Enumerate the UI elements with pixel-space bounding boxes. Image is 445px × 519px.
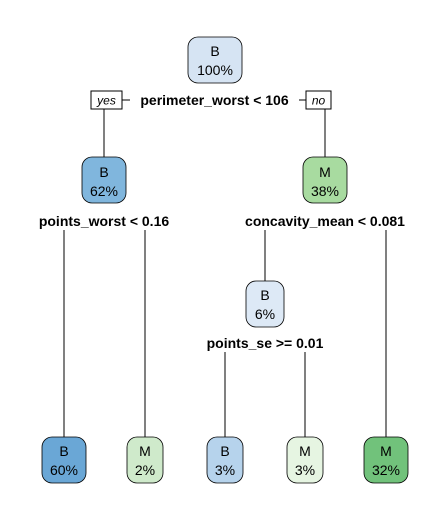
- tree-edges: [63, 109, 387, 437]
- node-box: [245, 280, 285, 328]
- node-percent: 32%: [372, 462, 400, 478]
- node-box: [41, 436, 87, 484]
- node-percent: 3%: [215, 462, 235, 478]
- yes-tag-box: [90, 90, 123, 110]
- node-class: M: [319, 164, 331, 180]
- split-n7: points_se >= 0.01: [207, 335, 324, 351]
- node-box: [286, 436, 324, 484]
- root-split: yes no perimeter_worst < 106: [90, 90, 332, 110]
- no-tag: no: [312, 94, 326, 108]
- tree-leaf-5: M 32%: [363, 436, 409, 484]
- node-class: B: [99, 164, 108, 180]
- no-tag-box: [305, 90, 332, 110]
- tree-leaf-4: M 3%: [286, 436, 324, 484]
- tree-leaf-2: M 2%: [126, 436, 164, 484]
- node-percent: 60%: [50, 462, 78, 478]
- node-box: [206, 436, 244, 484]
- tree-leaf-1: B 60%: [41, 436, 87, 484]
- node-percent: 38%: [311, 183, 339, 199]
- node-class: B: [59, 443, 68, 459]
- node-class: B: [220, 443, 229, 459]
- node-percent: 62%: [90, 183, 118, 199]
- node-class: B: [210, 43, 219, 59]
- tree-node-n2: B 62%: [81, 156, 127, 204]
- node-box: [302, 156, 348, 204]
- tree-node-root: B 100%: [187, 36, 243, 84]
- node-box: [363, 436, 409, 484]
- split-root: perimeter_worst < 106: [140, 92, 288, 108]
- node-class: M: [299, 443, 311, 459]
- node-percent: 2%: [135, 462, 155, 478]
- node-percent: 100%: [197, 62, 233, 78]
- node-box: [187, 36, 243, 84]
- node-box: [126, 436, 164, 484]
- node-percent: 6%: [255, 306, 275, 322]
- tree-leaf-3: B 3%: [206, 436, 244, 484]
- yes-tag: yes: [96, 94, 116, 108]
- split-n2: points_worst < 0.16: [39, 213, 170, 229]
- tree-node-n7: B 6%: [245, 280, 285, 328]
- tree-node-n3: M 38%: [302, 156, 348, 204]
- node-box: [81, 156, 127, 204]
- node-class: B: [260, 287, 269, 303]
- split-n3: concavity_mean < 0.081: [245, 213, 405, 229]
- node-class: M: [380, 443, 392, 459]
- node-percent: 3%: [295, 462, 315, 478]
- node-class: M: [139, 443, 151, 459]
